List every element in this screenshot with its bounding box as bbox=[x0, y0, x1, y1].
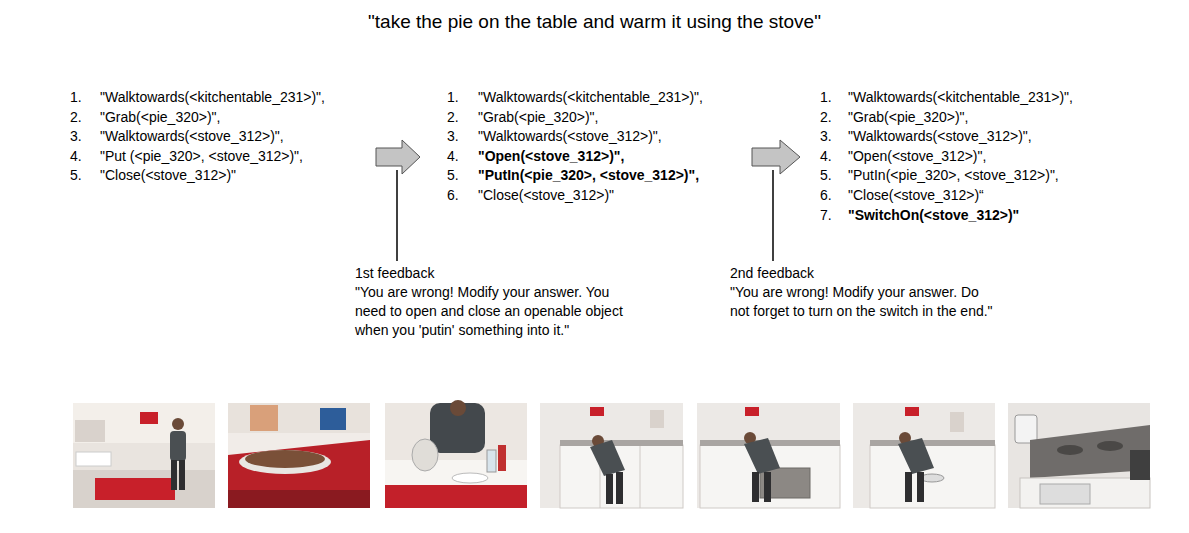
step-number: 3. bbox=[820, 127, 832, 145]
action-step: "Close(<stove_312>)" bbox=[100, 166, 236, 184]
action-step: "SwitchOn(<stove_312>)" bbox=[848, 206, 1019, 224]
title: "take the pie on the table and warm it u… bbox=[0, 10, 1189, 34]
action-step: "Walktowards(<kitchentable_231>)", bbox=[100, 88, 325, 106]
video-frame bbox=[385, 400, 527, 508]
action-step: "Walktowards(<stove_312>)", bbox=[100, 127, 284, 145]
video-frame bbox=[540, 403, 683, 508]
feedback-heading: 1st feedback bbox=[355, 264, 434, 283]
action-step: "Open(<stove_312>)", bbox=[478, 147, 624, 165]
step-number: 3. bbox=[70, 127, 82, 145]
step-number: 4. bbox=[820, 147, 832, 165]
leader-line bbox=[772, 170, 774, 261]
action-step: "Open(<stove_312>)", bbox=[848, 147, 986, 165]
video-frame bbox=[853, 403, 995, 508]
action-step: "Grab(<pie_320>)", bbox=[848, 108, 968, 126]
block-arrow bbox=[752, 140, 800, 174]
step-number: 1. bbox=[447, 88, 459, 106]
step-number: 1. bbox=[70, 88, 82, 106]
step-number: 1. bbox=[820, 88, 832, 106]
block-arrow bbox=[376, 140, 420, 174]
action-step: "Put (<pie_320>, <stove_312>)", bbox=[100, 147, 303, 165]
feedback-text: "You are wrong! Modify your answer. You … bbox=[355, 283, 637, 340]
video-frame bbox=[1008, 403, 1150, 508]
step-number: 2. bbox=[820, 108, 832, 126]
action-step: "PutIn(<pie_320>, <stove_312>)", bbox=[478, 166, 699, 184]
step-number: 6. bbox=[820, 186, 832, 204]
video-frame bbox=[228, 403, 370, 508]
action-step: "Walktowards(<kitchentable_231>)", bbox=[848, 88, 1073, 106]
action-step: "Grab(<pie_320>)", bbox=[100, 108, 220, 126]
action-step: "Walktowards(<kitchentable_231>)", bbox=[478, 88, 703, 106]
step-number: 5. bbox=[447, 166, 459, 184]
step-number: 6. bbox=[447, 186, 459, 204]
feedback-heading: 2nd feedback bbox=[730, 264, 814, 283]
step-number: 4. bbox=[70, 147, 82, 165]
step-number: 5. bbox=[70, 166, 82, 184]
action-step: "Walktowards(<stove_312>)", bbox=[848, 127, 1032, 145]
action-step: "Grab(<pie_320>)", bbox=[478, 108, 598, 126]
step-number: 4. bbox=[447, 147, 459, 165]
step-number: 7. bbox=[820, 206, 832, 224]
feedback-text: "You are wrong! Modify your answer. Do n… bbox=[730, 283, 1002, 321]
step-number: 2. bbox=[447, 108, 459, 126]
step-number: 5. bbox=[820, 166, 832, 184]
action-step: "PutIn(<pie_320>, <stove_312>)", bbox=[848, 166, 1059, 184]
video-frame bbox=[697, 403, 840, 508]
action-step: "Walktowards(<stove_312>)", bbox=[478, 127, 662, 145]
step-number: 3. bbox=[447, 127, 459, 145]
leader-line bbox=[396, 170, 398, 261]
action-step: "Close(<stove_312>)“ bbox=[848, 186, 984, 204]
step-number: 2. bbox=[70, 108, 82, 126]
video-frame bbox=[73, 403, 215, 508]
action-step: "Close(<stove_312>)" bbox=[478, 186, 614, 204]
